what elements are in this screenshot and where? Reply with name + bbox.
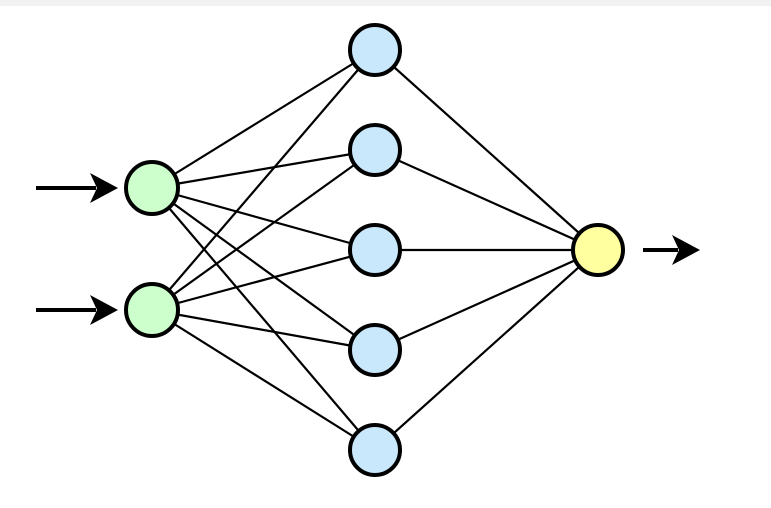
arrows-group [36,173,700,325]
edge-input-node-1-to-hidden-node-3 [151,186,376,252]
hidden-layer [348,23,402,477]
edge-hidden-node-5-to-output-node-1 [374,249,599,451]
edge-input-node-2-to-hidden-node-1 [151,49,376,311]
edge-input-node-1-to-hidden-node-1 [151,49,376,189]
edge-input-node-1-to-hidden-node-2 [151,148,376,190]
edge-input-node-1-to-hidden-node-4 [151,187,376,351]
hidden-node-5[interactable] [348,423,402,477]
hidden-node-3[interactable] [348,223,402,277]
input-arrow-1-head [90,173,118,203]
edges-group [151,49,599,451]
edge-input-node-2-to-hidden-node-4 [151,308,376,352]
input-node-1[interactable] [124,160,180,216]
output-layer [571,223,625,277]
input-node-2[interactable] [124,282,180,338]
hidden-node-2[interactable] [348,123,402,177]
edge-input-node-2-to-hidden-node-3 [151,248,376,312]
edge-input-node-2-to-hidden-node-2 [151,149,376,311]
nodes-group [124,23,625,477]
hidden-node-1[interactable] [348,23,402,77]
top-edge-band [0,0,771,6]
edge-hidden-node-1-to-output-node-1 [374,49,599,251]
input-arrow-1 [36,173,118,203]
output-arrow-1-head [672,235,700,265]
input-arrow-2-head [90,295,118,325]
input-layer [124,160,180,338]
output-arrow-1 [643,235,700,265]
edge-hidden-node-4-to-output-node-1 [374,248,599,352]
edge-hidden-node-2-to-output-node-1 [374,148,599,252]
output-node-1[interactable] [571,223,625,277]
input-arrow-2 [36,295,118,325]
edge-input-node-1-to-hidden-node-5 [151,187,376,451]
edge-input-node-2-to-hidden-node-5 [151,309,376,451]
hidden-node-4[interactable] [348,323,402,377]
